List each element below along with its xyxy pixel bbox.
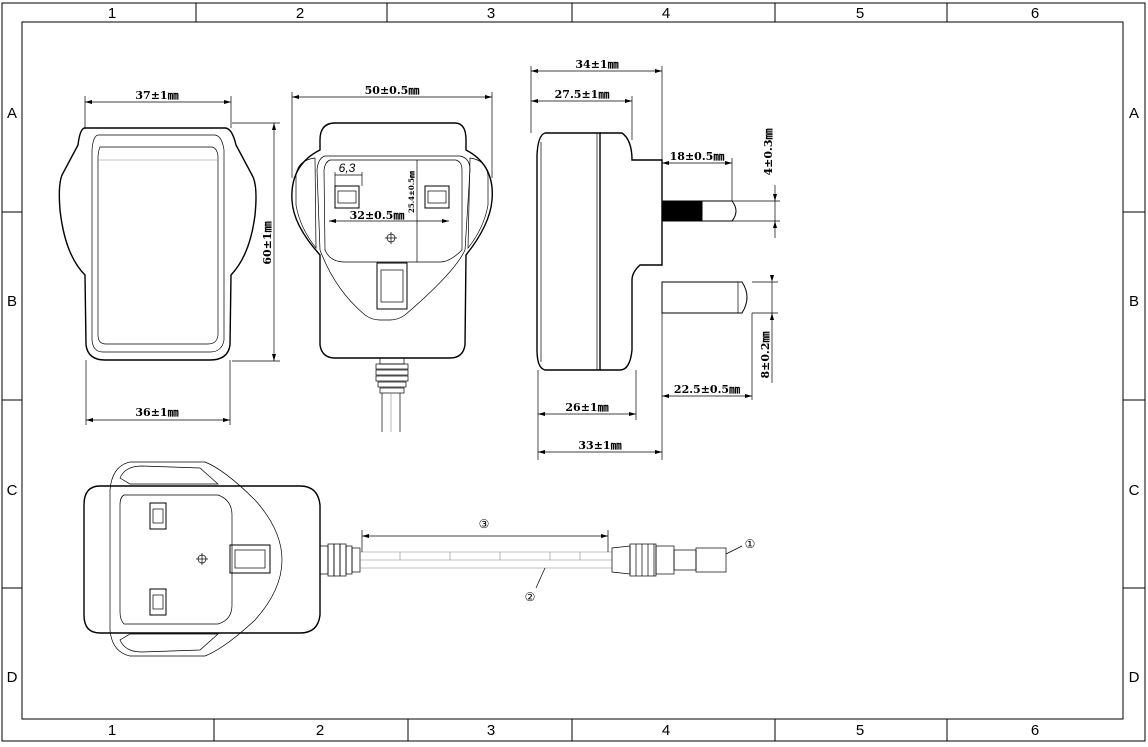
front-view [58, 127, 257, 361]
grid-row-right-a: A [1129, 105, 1139, 122]
dim-side-pin-length: 18±0.5㎜ [670, 150, 725, 163]
grid-col-bottom-6: 6 [1031, 722, 1039, 739]
grid-row-right-c: C [1129, 482, 1140, 499]
dim-front-top-width: 37±1㎜ [135, 89, 178, 102]
callout-cable: ② [525, 590, 536, 604]
grid-col-top-3: 3 [487, 5, 495, 22]
bottom-callouts [361, 530, 743, 589]
dim-side-earth-length: 22.5±0.5㎜ [674, 383, 740, 396]
front-dimensions [84, 96, 280, 425]
grid-col-top-1: 1 [108, 5, 116, 22]
side-view [536, 132, 748, 371]
dim-pin-spacing: 6,3 [339, 161, 356, 175]
dim-rear-pin-height: 25.4±0.5㎜ [407, 171, 416, 213]
side-dimensions [530, 66, 780, 460]
dim-side-total-depth: 34±1㎜ [575, 58, 618, 71]
grid-row-left-d: D [7, 669, 18, 686]
dim-rear-width: 50±0.5㎜ [365, 84, 420, 97]
bottom-view [83, 461, 727, 657]
grid-col-bottom-4: 4 [662, 722, 670, 739]
grid-col-top-4: 4 [662, 5, 670, 22]
grid-col-bottom-2: 2 [316, 722, 324, 739]
grid-row-left-b: B [7, 293, 17, 310]
callout-cable-length: ③ [479, 517, 490, 531]
dim-side-earth-dia: 8±0.2㎜ [759, 331, 772, 378]
dim-rear-pin-distance: 32±0.5㎜ [350, 209, 405, 222]
rear-dimensions [291, 92, 493, 262]
callout-dc-plug: ① [745, 537, 756, 551]
grid-col-bottom-1: 1 [108, 722, 116, 739]
dim-side-base-depth: 26±1㎜ [565, 401, 608, 414]
dim-side-pin-dia: 4±0.3㎜ [762, 128, 775, 175]
dim-side-body-depth: 27.5±1㎜ [555, 88, 610, 101]
dim-front-height: 60±1㎜ [261, 221, 274, 264]
grid-row-left-a: A [7, 105, 17, 122]
grid-row-left-c: C [7, 482, 18, 499]
grid-col-top-6: 6 [1031, 5, 1039, 22]
grid-row-right-d: D [1129, 669, 1140, 686]
grid-col-top-5: 5 [856, 5, 864, 22]
rear-view [291, 122, 493, 432]
grid-col-bottom-3: 3 [487, 722, 495, 739]
grid-row-right-b: B [1129, 293, 1139, 310]
grid-col-top-2: 2 [296, 5, 304, 22]
dim-front-bottom-width: 36±1㎜ [135, 406, 178, 419]
grid-col-bottom-5: 5 [856, 722, 864, 739]
dim-side-base-total: 33±1㎜ [578, 439, 621, 452]
